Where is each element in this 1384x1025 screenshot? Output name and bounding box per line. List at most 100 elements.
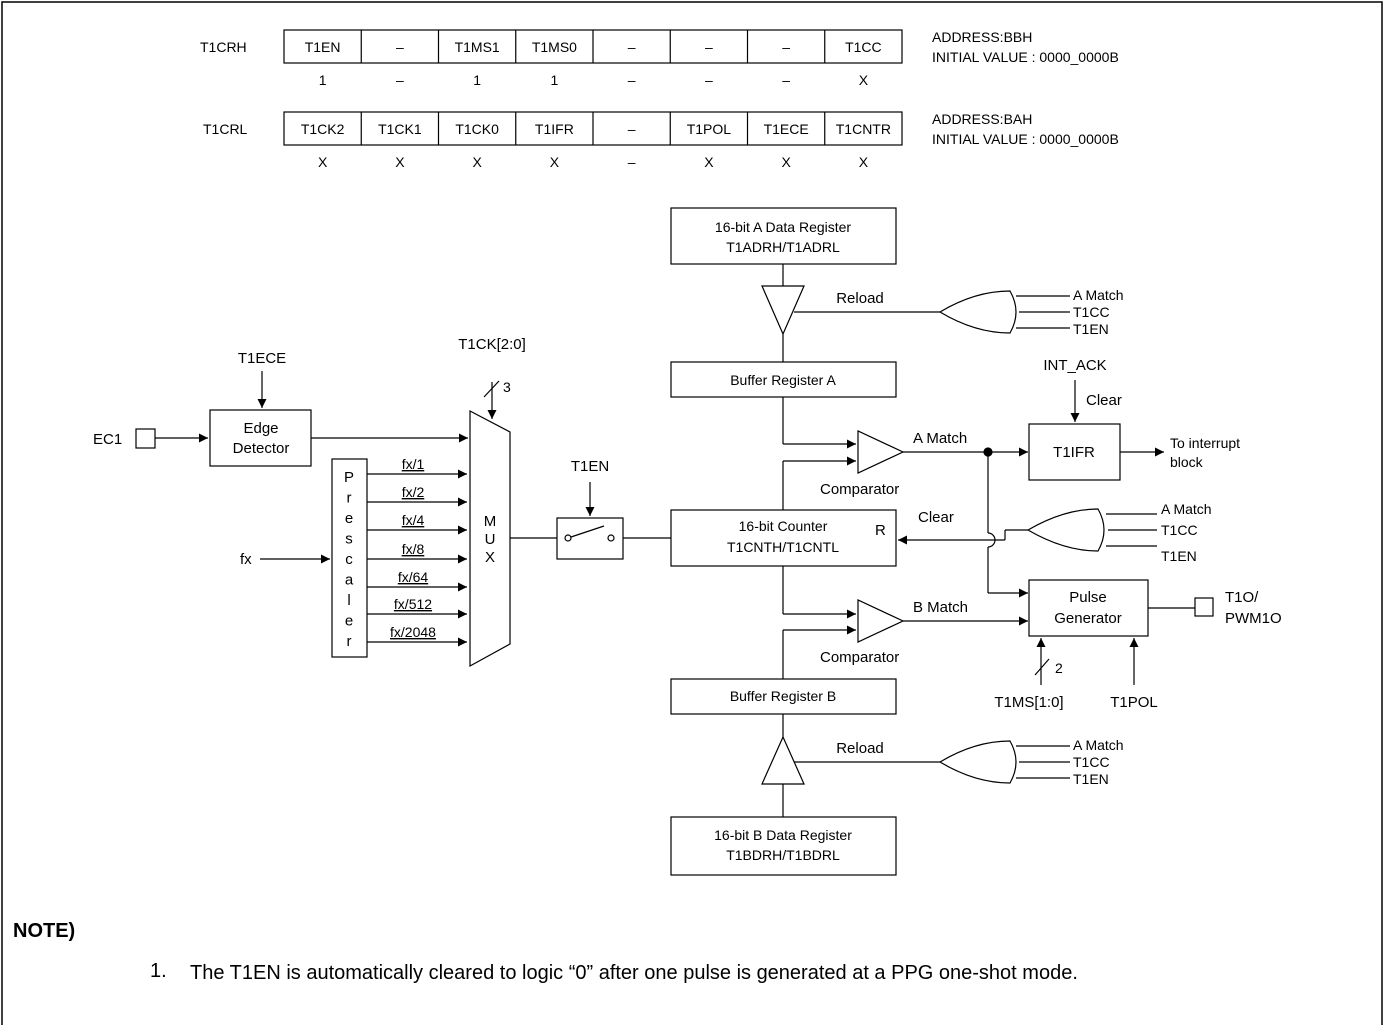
- comparator-a-triangle: [857, 430, 905, 474]
- t1crl-bit-0: T1CNTR: [836, 121, 891, 137]
- t1ck-label: T1CK[2:0]: [458, 336, 526, 353]
- counter-label-1: 16-bit Counter: [739, 518, 828, 534]
- t1crl-init-5: X: [472, 154, 482, 170]
- t1crl-init-3: –: [628, 154, 636, 170]
- to-interrupt-label-1: To interrupt: [1170, 435, 1240, 451]
- t1en-switch-label: T1EN: [571, 458, 609, 475]
- t1pol-label: T1POL: [1110, 694, 1158, 711]
- t1crl-name: T1CRL: [203, 121, 248, 137]
- or-a-input-3: T1EN: [1073, 321, 1109, 337]
- t1ifr-label: T1IFR: [1053, 444, 1095, 461]
- t1crl-bit-6: T1CK1: [378, 121, 422, 137]
- a-data-register-box: [670, 207, 897, 265]
- t1crl-cells: T1CK2XT1CK1XT1CK0XT1IFRX––T1POLXT1ECEXT1…: [301, 112, 891, 170]
- prescaler-output-label: fx/8: [402, 541, 425, 557]
- t1crl-init-7: X: [318, 154, 328, 170]
- prescaler-letter: l: [347, 592, 350, 609]
- output-label-2: PWM1O: [1225, 610, 1282, 627]
- edge-detector-box: [209, 409, 312, 467]
- a-data-register-label-1: 16-bit A Data Register: [715, 219, 852, 235]
- reload-a-buffer-triangle: [761, 285, 805, 336]
- t1ece-label: T1ECE: [238, 350, 286, 367]
- or-gate-reload-a: [938, 290, 1017, 334]
- t1crl-bit-5: T1CK0: [455, 121, 499, 137]
- ec1-pin: [135, 428, 156, 449]
- prescaler-letter: e: [345, 510, 353, 527]
- or-gate-reload-b: [938, 740, 1017, 784]
- prescaler-letter: P: [344, 469, 354, 486]
- bus3-label: 3: [503, 379, 511, 395]
- mux-letter: X: [485, 549, 495, 566]
- comparator-a-label: Comparator: [820, 481, 899, 498]
- or-a-input-1: A Match: [1073, 287, 1124, 303]
- t1crh-bit-5: T1MS1: [455, 39, 500, 55]
- diagram-labels: 16-bit A Data Register T1ADRH/T1ADRL Rel…: [93, 219, 1282, 863]
- prescaler-letter: e: [345, 613, 353, 630]
- prescaler-output-label: fx/4: [402, 512, 425, 528]
- t1crl-bit-3: –: [628, 121, 636, 137]
- prescaler-letter: r: [347, 490, 352, 507]
- t1crl-init-4: X: [550, 154, 560, 170]
- or-b-input-1: A Match: [1073, 737, 1124, 753]
- t1crh-bit-1: –: [782, 39, 790, 55]
- ec1-label: EC1: [93, 431, 122, 448]
- or-b-input-2: T1CC: [1073, 754, 1110, 770]
- note-title: NOTE): [13, 920, 76, 942]
- counter-r-label: R: [875, 522, 886, 539]
- t1crh-bit-4: T1MS0: [532, 39, 577, 55]
- prescaler-output-label: fx/1: [402, 456, 425, 472]
- t1crh-init-4: 1: [550, 72, 558, 88]
- fx-label: fx: [240, 551, 252, 568]
- mux-letters: MUX: [484, 513, 497, 566]
- t1ms-label: T1MS[1:0]: [994, 694, 1063, 711]
- a-data-register-label-2: T1ADRH/T1ADRL: [726, 239, 840, 255]
- t1crh-init-7: 1: [319, 72, 327, 88]
- counter-label-2: T1CNTH/T1CNTL: [727, 539, 839, 555]
- counter-clear-label: Clear: [918, 509, 954, 526]
- pulse-generator-label-1: Pulse: [1069, 589, 1107, 606]
- t1crl-address: ADDRESS:BAH: [932, 111, 1032, 127]
- reload-a-label: Reload: [836, 290, 884, 307]
- prescaler-letter: c: [345, 551, 353, 568]
- comparator-b-triangle: [857, 599, 905, 643]
- prescaler-output-label: fx/2: [402, 484, 425, 500]
- t1crh-initial-value: INITIAL VALUE : 0000_0000B: [932, 49, 1119, 65]
- or-clear-input-3: T1EN: [1161, 548, 1197, 564]
- mux-letter: M: [484, 513, 497, 530]
- t1crl-bit-7: T1CK2: [301, 121, 345, 137]
- int-ack-label: INT_ACK: [1043, 357, 1106, 374]
- edge-detector-label-2: Detector: [233, 440, 290, 457]
- t1crh-init-2: –: [705, 72, 713, 88]
- t1crh-bit-6: –: [396, 39, 404, 55]
- b-data-register-label-2: T1BDRH/T1BDRL: [726, 847, 840, 863]
- reload-b-buffer-triangle: [761, 735, 805, 785]
- edge-detector-label-1: Edge: [243, 420, 278, 437]
- int-clear-label: Clear: [1086, 392, 1122, 409]
- t1crh-address: ADDRESS:BBH: [932, 29, 1032, 45]
- t1crh-bit-3: –: [628, 39, 636, 55]
- prescaler-letter: r: [347, 633, 352, 650]
- or-clear-input-2: T1CC: [1161, 522, 1198, 538]
- prescaler-output-label: fx/512: [394, 596, 432, 612]
- prescaler-letter: s: [345, 531, 353, 548]
- t1crl-init-1: X: [781, 154, 791, 170]
- t1crl-bit-2: T1POL: [687, 121, 732, 137]
- t1crl-bit-4: T1IFR: [535, 121, 574, 137]
- b-data-register-box: [670, 816, 897, 876]
- t1crl-init-0: X: [859, 154, 869, 170]
- to-interrupt-label-2: block: [1170, 454, 1204, 470]
- note-text: The T1EN is automatically cleared to log…: [190, 962, 1078, 984]
- t1crh-init-1: –: [782, 72, 790, 88]
- t1crl-init-6: X: [395, 154, 405, 170]
- t1crh-bit-7: T1EN: [305, 39, 341, 55]
- t1crh-name: T1CRH: [200, 39, 247, 55]
- t1crh-init-0: X: [859, 72, 869, 88]
- a-match-label: A Match: [913, 430, 967, 447]
